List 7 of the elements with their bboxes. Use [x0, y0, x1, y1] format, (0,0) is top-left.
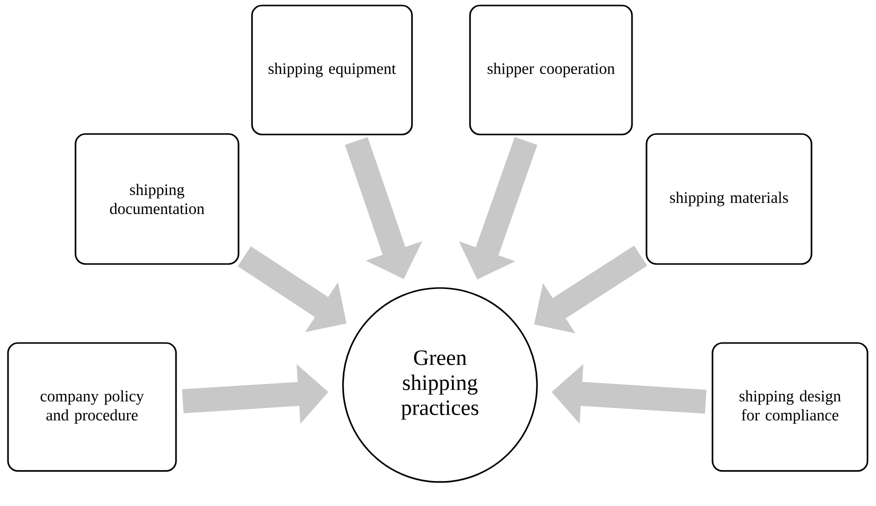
text-box: shipping materials: [646, 133, 812, 265]
text-box: shipping equipment: [251, 4, 413, 136]
text-box: shipping documentation: [74, 133, 240, 265]
text-box: shipping design for compliance: [712, 342, 868, 472]
circle-node: Green shipping practices: [342, 287, 538, 483]
text-box: shipper cooperation: [469, 4, 633, 136]
text-box: company policy and procedure: [7, 342, 177, 472]
